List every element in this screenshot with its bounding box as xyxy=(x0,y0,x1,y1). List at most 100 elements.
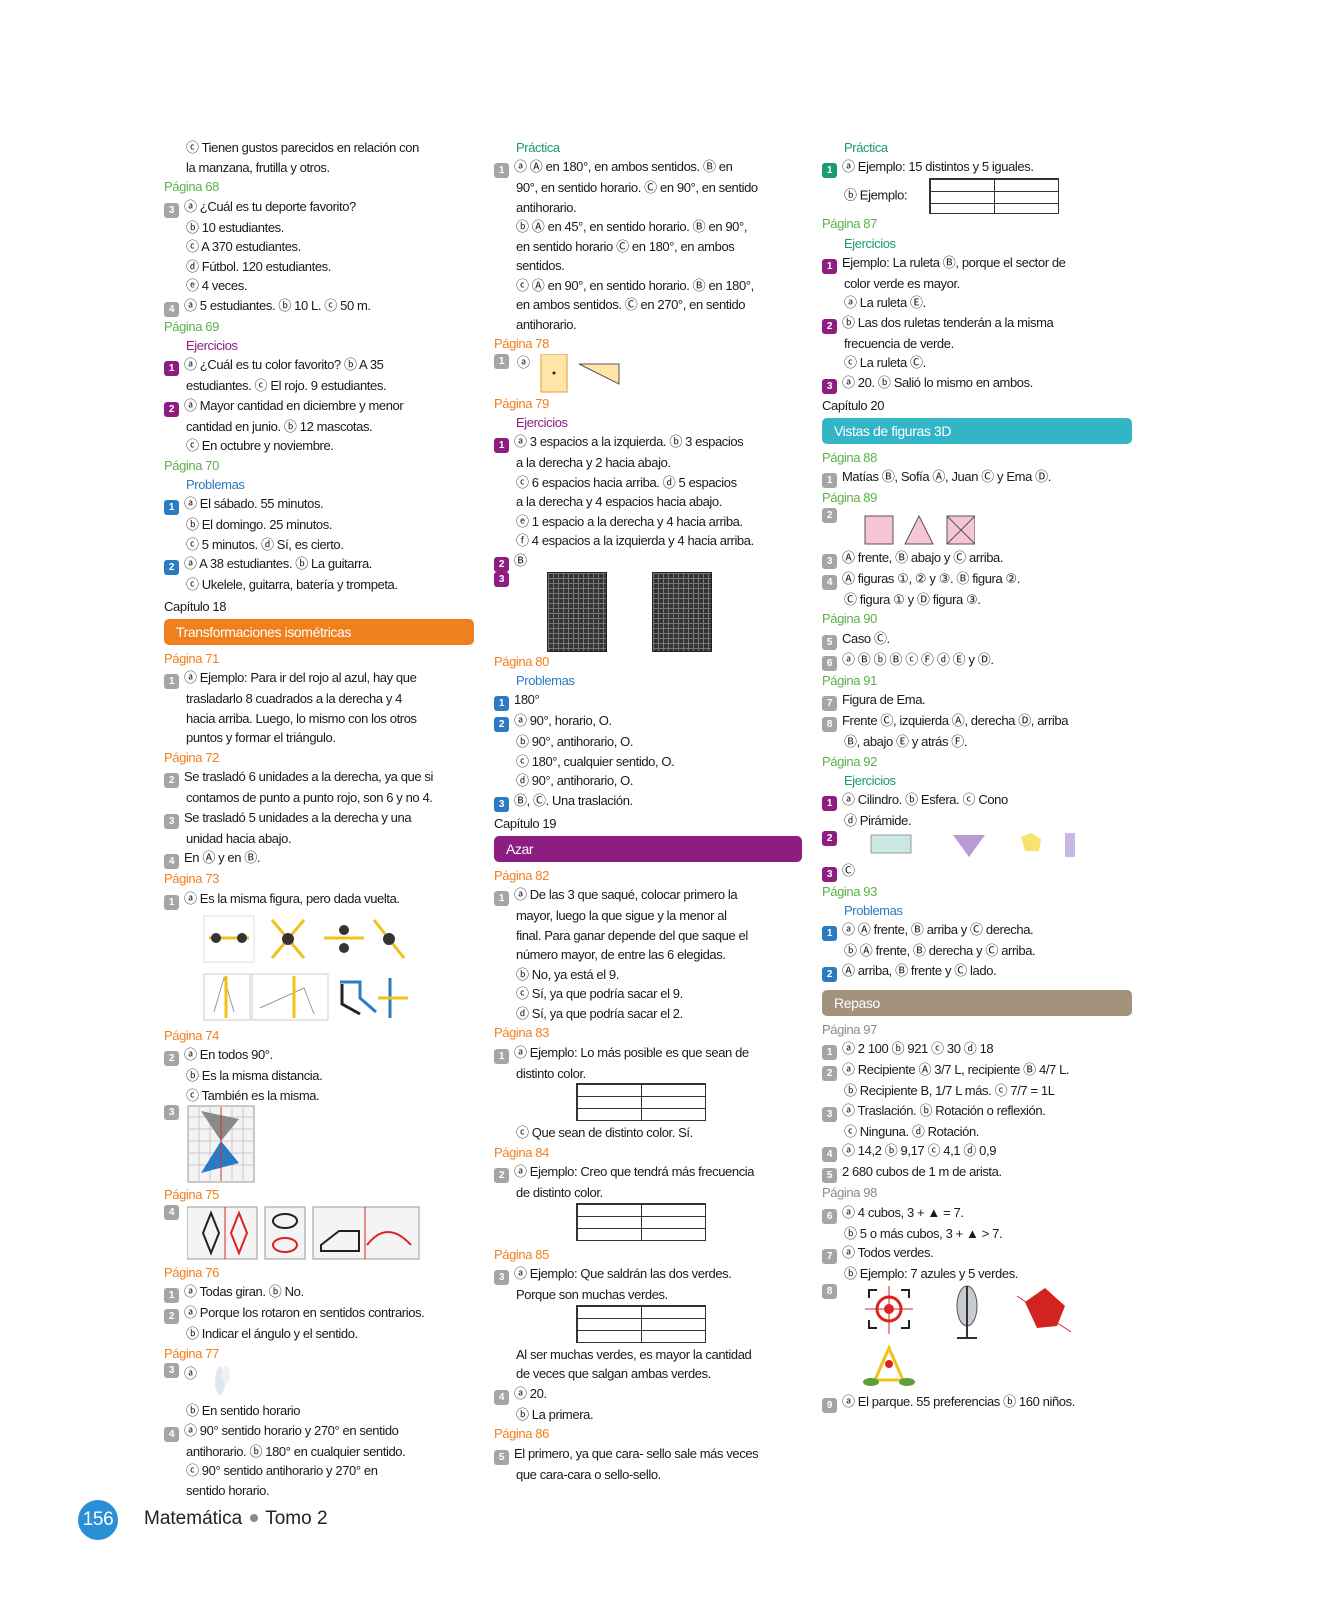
text-line: Ⓑ xyxy=(514,552,527,568)
page-heading: Página 88 xyxy=(822,449,877,465)
text-line: ⓑ Recipiente B, 1/7 L más. ⓒ 7/7 = 1L xyxy=(844,1083,1055,1098)
exercise-number: 1 xyxy=(822,258,837,274)
text-line: ⓒ 5 minutos. ⓓ Sí, es cierto. xyxy=(186,536,344,552)
text-line: ⓐ Ejemplo: 15 distintos y 5 iguales. xyxy=(842,159,1034,174)
page-heading: Página 72 xyxy=(164,749,219,765)
text-line: de distinto color. xyxy=(516,1185,603,1200)
text-line: ⓐ xyxy=(184,1366,197,1381)
exercise-number: 4 xyxy=(822,574,837,590)
exercise-number: 5 xyxy=(822,634,837,650)
exercise-number: 9 xyxy=(822,1397,837,1413)
text-line: hacia arriba. Luego, lo mismo con los ot… xyxy=(186,710,417,726)
exercise-number: 6 xyxy=(822,655,837,671)
page-heading: Página 98 xyxy=(822,1185,877,1200)
page-heading: Página 77 xyxy=(164,1345,219,1361)
text-line: ⓐ Ejemplo: Que saldrán las dos verdes. xyxy=(514,1266,732,1281)
text-line: El primero, ya que cara- sello sale más … xyxy=(514,1445,759,1461)
text-line: Ⓒ xyxy=(842,862,855,878)
section-heading: Problemas xyxy=(516,673,575,688)
mini-table xyxy=(576,1304,706,1343)
exercise-number: 1 xyxy=(164,1288,179,1303)
exercise-number: 4 xyxy=(164,301,179,317)
text-line: Ⓒ figura ① y Ⓓ figura ③. xyxy=(844,591,981,607)
page-heading: Página 86 xyxy=(494,1426,549,1441)
text-line: ⓐ 5 estudiantes. ⓑ 10 L. ⓒ 50 m. xyxy=(184,297,371,313)
text-line: ⓓ Sí, ya que podría sacar el 2. xyxy=(516,1005,683,1021)
page-heading: Página 97 xyxy=(822,1021,877,1037)
text-line: que cara-cara o sello-sello. xyxy=(516,1466,661,1482)
exercise-number: 1 xyxy=(164,894,179,910)
mini-table xyxy=(576,1083,706,1121)
translation-grids: 3 xyxy=(494,571,802,652)
text-line: Ⓐ frente, Ⓑ abajo y Ⓒ arriba. xyxy=(842,549,1004,565)
text-line: la manzana, frutilla y otros. xyxy=(186,159,330,175)
text-line: ⓐ El parque. 55 preferencias ⓑ 160 niños… xyxy=(842,1393,1075,1409)
frequency-table-84 xyxy=(494,1202,802,1245)
text-line: Ejemplo: La ruleta Ⓑ, porque el sector d… xyxy=(842,254,1066,270)
page-heading: Página 84 xyxy=(494,1144,549,1160)
exercise-number: 3 xyxy=(164,1105,179,1120)
text-line: Ⓐ arriba, Ⓑ frente y Ⓒ lado. xyxy=(842,962,997,978)
exercise-number: 2 xyxy=(822,1066,837,1081)
text-line: ⓐ De las 3 que saqué, colocar primero la xyxy=(514,887,738,902)
text-line: ⓐ Ejemplo: Para ir del rojo al azul, hay… xyxy=(184,670,417,685)
mini-table xyxy=(929,178,1060,214)
symmetry-images xyxy=(863,1285,1072,1386)
text-line: ⓐ Todas giran. ⓑ No. xyxy=(184,1284,304,1299)
exercise-number: 1 xyxy=(164,361,179,376)
text-line: a la derecha y 2 hacia abajo. xyxy=(516,455,671,470)
chapter-title-bar: Vistas de figuras 3D xyxy=(822,417,1132,444)
chapter-heading: Capítulo 20 xyxy=(822,397,885,413)
text-line: ⓔ 4 veces. xyxy=(186,278,248,293)
text-line: 2 680 cubos de 1 m de arista. xyxy=(842,1164,1002,1179)
text-line: ⓒ Sí, ya que podría sacar el 9. xyxy=(516,986,683,1001)
text-line: ⓓ 90°, antihorario, O. xyxy=(516,773,634,788)
exercise-number: 8 xyxy=(822,717,837,732)
text-line: Porque son muchas verdes. xyxy=(516,1287,668,1302)
text-line: estudiantes. ⓒ El rojo. 9 estudiantes. xyxy=(186,378,387,393)
views-figure: 2 xyxy=(822,507,1132,548)
exercise-number: 1 xyxy=(164,500,179,515)
text-line: Matías Ⓑ, Sofía Ⓐ, Juan Ⓒ y Ema Ⓓ. xyxy=(842,469,1051,484)
exercise-number: 2 xyxy=(164,1051,179,1066)
text-line: ⓓ Fútbol. 120 estudiantes. xyxy=(186,258,331,274)
review-title-bar: Repaso xyxy=(822,989,1132,1016)
exercise-number: 7 xyxy=(822,1249,837,1264)
text-line: ⓑ 10 estudiantes. xyxy=(186,219,284,235)
exercise-number: 5 xyxy=(822,1168,837,1183)
text-line: ⓓ Pirámide. xyxy=(844,813,912,828)
exercise-number: 7 xyxy=(822,696,837,711)
section-heading: Problemas xyxy=(186,477,245,492)
text-line: final. Para ganar depende del que saque … xyxy=(516,927,748,943)
text-line: ⓐ Ⓑ ⓑ Ⓑ ⓒ Ⓕ ⓓ Ⓔ y Ⓓ. xyxy=(842,651,994,667)
text-line: ⓐ Ⓐ frente, Ⓑ arriba y Ⓒ derecha. xyxy=(842,922,1034,937)
exercise-number: 3 xyxy=(494,571,509,587)
propeller-figure xyxy=(214,1366,230,1395)
text-line: ⓑ Ejemplo: xyxy=(844,187,908,203)
page-heading: Página 85 xyxy=(494,1246,549,1262)
text-line: ⓐ Mayor cantidad en diciembre y menor xyxy=(184,397,404,413)
text-line: antihorario. xyxy=(516,199,577,215)
text-line: Frente Ⓒ, izquierda Ⓐ, derecha Ⓓ, arriba xyxy=(842,713,1069,728)
text-line: mayor, luego la que sigue y la menor al xyxy=(516,908,727,923)
text-line: Ⓑ, Ⓒ. Una traslación. xyxy=(514,792,633,808)
page-heading: Página 87 xyxy=(822,216,877,231)
page-number-badge: 156 xyxy=(78,1500,118,1540)
exercise-number: 1 xyxy=(494,438,509,453)
text-line: en sentido horario Ⓒ en 180°, en ambos xyxy=(516,238,735,254)
page-heading: Página 70 xyxy=(164,457,219,473)
text-line: ⓐ Cilindro. ⓑ Esfera. ⓒ Cono xyxy=(842,792,1008,807)
text-line: color verde es mayor. xyxy=(844,275,960,291)
text-line: ⓐ ¿Cuál es tu deporte favorito? xyxy=(184,198,356,214)
text-line: ⓒ Que sean de distinto color. Sí. xyxy=(516,1125,693,1140)
text-line: cantidad en junio. ⓑ 12 mascotas. xyxy=(186,418,373,434)
page-heading: Página 82 xyxy=(494,867,549,883)
page-heading: Página 78 xyxy=(494,336,549,351)
page-heading: Página 73 xyxy=(164,871,219,886)
exercise-number: 4 xyxy=(822,1147,837,1162)
text-line: sentidos. xyxy=(516,258,565,273)
text-line: ⓐ Ⓐ en 180°, en ambos sentidos. Ⓑ en xyxy=(514,159,733,174)
